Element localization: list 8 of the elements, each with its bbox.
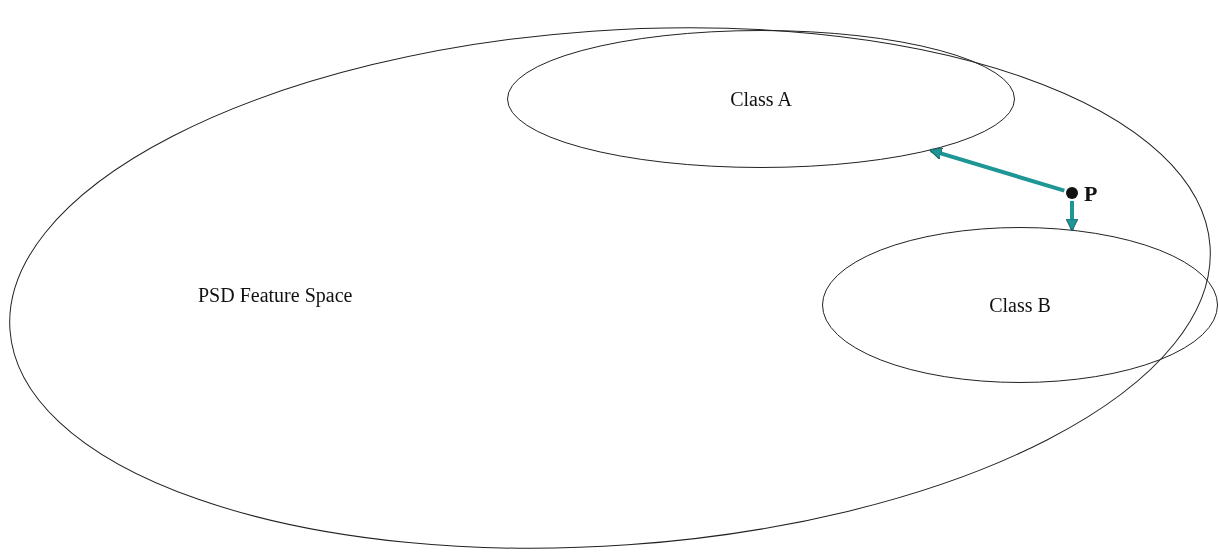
arrow bbox=[1065, 201, 1079, 232]
region-label: Class A bbox=[730, 87, 792, 111]
region-label: Class B bbox=[989, 293, 1051, 317]
region-label: PSD Feature Space bbox=[198, 284, 353, 307]
ellipse-region bbox=[507, 30, 1015, 168]
ellipse-region bbox=[8, 30, 1212, 546]
point-label: P bbox=[1084, 181, 1098, 207]
arrow bbox=[929, 147, 1065, 193]
